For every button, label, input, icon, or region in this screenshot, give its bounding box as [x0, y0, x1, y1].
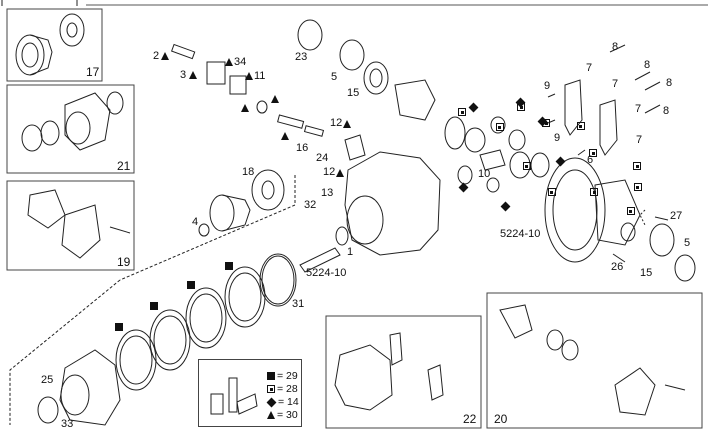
- callout-9: 9: [554, 132, 561, 144]
- triangle-marker-icon: [281, 132, 289, 140]
- gasket-ring: [115, 253, 297, 391]
- callout-16: 16: [296, 142, 309, 154]
- dotted-square-marker-icon: [633, 162, 642, 170]
- callout-8: 8: [644, 59, 651, 71]
- subview-frame-20: [486, 292, 703, 429]
- triangle-marker-icon: [189, 71, 197, 79]
- callout-11: 11: [254, 70, 266, 82]
- subview-frame-19: [6, 180, 135, 271]
- triangle-marker-icon: [225, 58, 233, 66]
- legend-value: = 14: [278, 396, 299, 408]
- subview-label-22: 22: [463, 412, 477, 426]
- callout-12: 12: [323, 166, 336, 178]
- axle-cover: [37, 349, 121, 426]
- callout-5: 5: [684, 237, 691, 249]
- flange-part-17: [15, 13, 85, 76]
- callout-10: 10: [478, 168, 491, 180]
- dotted-square-marker-icon: [590, 188, 599, 196]
- carrier-part-19: [27, 189, 131, 259]
- callout-27: 27: [670, 210, 683, 222]
- gear-stack: [297, 19, 436, 121]
- subview-frame-21: [6, 84, 135, 174]
- triangle-marker-icon: [336, 169, 344, 177]
- dotted-square-icon: [267, 385, 275, 393]
- callout-34: 34: [234, 56, 247, 68]
- subview-label-20: 20: [494, 412, 508, 426]
- diamond-icon: [266, 397, 277, 407]
- callout-8: 8: [612, 41, 619, 53]
- callout-8: 8: [666, 77, 673, 89]
- callout-7: 7: [586, 62, 593, 74]
- filled-square-marker-icon: [150, 302, 158, 310]
- dotted-square-marker-icon: [633, 183, 642, 191]
- dotted-square-marker-icon: [495, 123, 504, 131]
- legend-value: = 29: [277, 370, 298, 382]
- callout-6: 6: [587, 154, 594, 166]
- callout-15: 15: [347, 87, 360, 99]
- filled-square-marker-icon: [115, 323, 123, 331]
- callout-5: 5: [331, 71, 338, 83]
- callout-3: 3: [180, 69, 187, 81]
- callout-31: 31: [292, 298, 305, 310]
- callout-7: 7: [635, 103, 642, 115]
- carrier-part-20: [499, 304, 686, 416]
- callout-7: 7: [612, 78, 619, 90]
- shift-parts: [170, 43, 366, 161]
- bearing-caps: [564, 79, 618, 156]
- dotted-square-marker-icon: [458, 108, 466, 116]
- housing-part-21: [21, 91, 124, 152]
- callout-7: 7: [636, 134, 643, 146]
- callout-33: 33: [61, 418, 74, 430]
- callout-32: 32: [304, 199, 317, 211]
- subview-frame-17: [6, 8, 103, 82]
- subview-label-21: 21: [117, 159, 131, 173]
- symbol-legend: = 29 = 28 = 14 = 30: [198, 359, 302, 427]
- dotted-square-marker-icon: [576, 122, 585, 130]
- callout-2: 2: [153, 50, 160, 62]
- dotted-square-marker-icon: [626, 207, 635, 215]
- legend-value: = 30: [277, 409, 298, 421]
- callout-15: 15: [640, 267, 653, 279]
- callout-26: 26: [611, 261, 624, 273]
- callout-13: 13: [321, 187, 334, 199]
- callout-5224-10: 5224-10: [306, 267, 347, 279]
- dotted-square-marker-icon: [547, 188, 556, 196]
- callout-25: 25: [41, 374, 54, 386]
- housing-part-22: [334, 332, 444, 411]
- subview-frame-22: [325, 315, 482, 429]
- callout-12: 12: [330, 117, 343, 129]
- triangle-icon: [267, 411, 275, 419]
- triangle-marker-icon: [241, 104, 249, 112]
- triangle-marker-icon: [161, 52, 169, 60]
- callout-1: 1: [347, 246, 354, 258]
- flange-18: [198, 169, 285, 237]
- filled-square-marker-icon: [187, 281, 195, 289]
- callout-18: 18: [242, 166, 255, 178]
- dotted-square-marker-icon: [522, 162, 531, 170]
- callout-9: 9: [544, 80, 551, 92]
- ring-gear: [544, 157, 696, 282]
- dash-frame: [9, 279, 121, 425]
- subview-label-19: 19: [117, 255, 131, 269]
- triangle-marker-icon: [271, 95, 279, 103]
- callout-8: 8: [663, 105, 670, 117]
- legend-value: = 28: [277, 383, 298, 395]
- main-housing: [299, 151, 441, 273]
- callout-23: 23: [295, 51, 308, 63]
- callout-24: 24: [316, 152, 329, 164]
- filled-square-marker-icon: [225, 262, 233, 270]
- bolts: [547, 44, 661, 156]
- triangle-marker-icon: [343, 120, 351, 128]
- subview-label-17: 17: [86, 65, 100, 79]
- callout-4: 4: [192, 216, 199, 228]
- dotted-square-marker-icon: [589, 149, 598, 157]
- filled-square-icon: [267, 372, 275, 380]
- triangle-marker-icon: [245, 72, 253, 80]
- dash-frame: [119, 175, 296, 281]
- parts-kit-icon: [210, 377, 258, 415]
- callout-5224-10: 5224-10: [500, 228, 541, 240]
